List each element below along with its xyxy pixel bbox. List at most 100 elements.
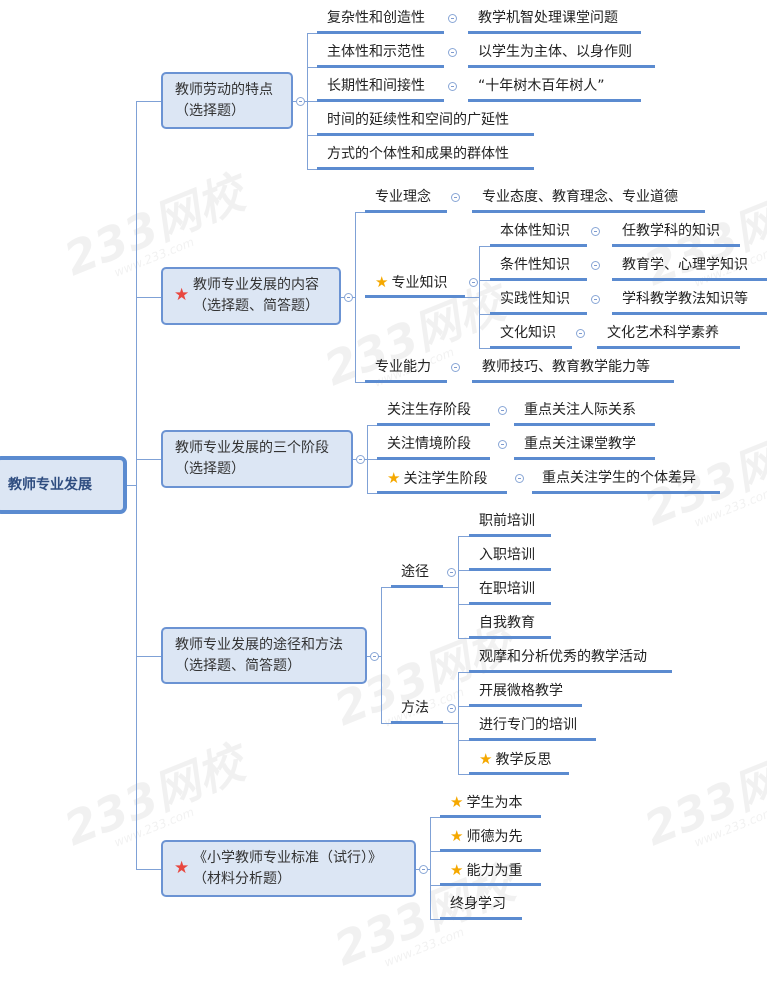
topic-node[interactable]: 本体性知识 (490, 218, 587, 247)
topic-node[interactable]: 开展微格教学 (469, 678, 582, 707)
connector-line (430, 885, 440, 886)
topic-label: 专业态度、教育理念、专业道德 (482, 189, 678, 205)
topic-node[interactable]: 教学机智处理课堂问题 (468, 5, 641, 34)
topic-node[interactable]: 入职培训 (469, 542, 551, 571)
topic-node[interactable]: 以学生为主体、以身作则 (468, 39, 655, 68)
collapse-toggle-icon[interactable] (447, 704, 456, 713)
connector-line (381, 723, 391, 724)
topic-label: 终身学习 (450, 896, 506, 912)
topic-node[interactable]: 主体性和示范性 (317, 39, 444, 68)
connector-line (458, 570, 469, 571)
topic-node[interactable]: 教师技巧、教育教学能力等 (472, 354, 674, 383)
collapse-toggle-icon[interactable] (591, 295, 600, 304)
connector-line (307, 33, 317, 34)
topic-node[interactable]: ★教学反思 (469, 746, 569, 775)
topic-node[interactable]: 在职培训 (469, 576, 551, 605)
topic-node[interactable]: 进行专门的培训 (469, 712, 596, 741)
branch-subtitle: （选择题、简答题） (175, 658, 301, 674)
connector-line (458, 536, 459, 639)
topic-label: 关注情境阶段 (387, 436, 471, 452)
topic-label: 条件性知识 (500, 257, 570, 273)
branch-node[interactable]: ★《小学教师专业标准（试行）》（材料分析题） (161, 840, 416, 897)
collapse-toggle-icon[interactable] (515, 474, 524, 483)
collapse-toggle-icon[interactable] (451, 363, 460, 372)
connector-line (443, 723, 458, 724)
connector-line (416, 869, 419, 870)
topic-node[interactable]: 重点关注学生的个体差异 (532, 465, 720, 494)
topic-node[interactable]: 关注生存阶段 (377, 397, 490, 426)
topic-node[interactable]: 文化知识 (490, 320, 572, 349)
branch-subtitle: （选择题） (175, 461, 245, 477)
connector-line (367, 656, 370, 657)
topic-node[interactable]: 长期性和间接性 (317, 73, 444, 102)
collapse-toggle-icon[interactable] (469, 278, 478, 287)
root-node[interactable]: 教师专业发展 (0, 456, 127, 514)
branch-node[interactable]: 教师专业发展的途径和方法（选择题、简答题） (161, 627, 367, 684)
topic-node[interactable]: 关注情境阶段 (377, 431, 490, 460)
collapse-toggle-icon[interactable] (591, 227, 600, 236)
connector-line (307, 169, 317, 170)
topic-node[interactable]: 学科教学教法知识等 (612, 286, 767, 315)
topic-node[interactable]: 自我教育 (469, 610, 551, 639)
collapse-toggle-icon[interactable] (591, 261, 600, 270)
topic-label: 自我教育 (479, 615, 535, 631)
topic-node[interactable]: 文化艺术科学素养 (597, 320, 740, 349)
connector-line (136, 297, 161, 298)
topic-node[interactable]: 教育学、心理学知识 (612, 252, 767, 281)
collapse-toggle-icon[interactable] (498, 440, 507, 449)
topic-node[interactable]: 方法 (391, 695, 443, 724)
collapse-toggle-icon[interactable] (447, 568, 456, 577)
topic-label: 主体性和示范性 (327, 44, 425, 60)
topic-label: 文化知识 (500, 325, 556, 341)
topic-label: 教学反思 (495, 752, 552, 768)
connector-line (430, 851, 440, 852)
connector-line (307, 101, 317, 102)
branch-node[interactable]: 教师专业发展的三个阶段（选择题） (161, 430, 353, 488)
topic-node[interactable]: 专业理念 (365, 184, 447, 213)
topic-label: 学生为本 (466, 795, 523, 811)
connector-line (430, 919, 440, 920)
collapse-toggle-icon[interactable] (498, 406, 507, 415)
topic-node[interactable]: 专业态度、教育理念、专业道德 (472, 184, 705, 213)
topic-node[interactable]: 实践性知识 (490, 286, 587, 315)
connector-line (355, 212, 365, 213)
collapse-toggle-icon[interactable] (448, 14, 457, 23)
topic-node[interactable]: 途径 (391, 559, 443, 588)
collapse-toggle-icon[interactable] (448, 48, 457, 57)
branch-node[interactable]: 教师劳动的特点（选择题） (161, 72, 293, 129)
connector-line (479, 348, 490, 349)
collapse-toggle-icon[interactable] (448, 82, 457, 91)
branch-node[interactable]: ★教师专业发展的内容（选择题、简答题） (161, 267, 341, 325)
topic-node[interactable]: ★学生为本 (440, 789, 541, 818)
topic-node[interactable]: 复杂性和创造性 (317, 5, 444, 34)
topic-node[interactable]: ★能力为重 (440, 857, 541, 886)
topic-node[interactable]: 观摩和分析优秀的教学活动 (469, 644, 672, 673)
connector-line (353, 459, 356, 460)
connector-line (304, 101, 307, 102)
topic-label: 观摩和分析优秀的教学活动 (479, 649, 647, 665)
topic-node[interactable]: 职前培训 (469, 508, 551, 537)
collapse-toggle-icon[interactable] (576, 329, 585, 338)
topic-node[interactable]: 终身学习 (440, 891, 522, 920)
connector-line (307, 67, 317, 68)
topic-node[interactable]: 重点关注人际关系 (514, 397, 655, 426)
collapse-toggle-icon[interactable] (451, 193, 460, 202)
topic-node[interactable]: 方式的个体性和成果的群体性 (317, 141, 534, 170)
topic-label: 开展微格教学 (479, 683, 563, 699)
connector-line (136, 101, 161, 102)
topic-node[interactable]: 重点关注课堂教学 (514, 431, 655, 460)
topic-node[interactable]: 专业能力 (365, 354, 447, 383)
connector-line (367, 459, 377, 460)
connector-line (352, 297, 355, 298)
topic-label: 教学机智处理课堂问题 (478, 10, 618, 26)
topic-label: 复杂性和创造性 (327, 10, 425, 26)
topic-node[interactable]: ★专业知识 (365, 269, 465, 298)
topic-node[interactable]: 条件性知识 (490, 252, 587, 281)
topic-label: 本体性知识 (500, 223, 570, 239)
topic-node[interactable]: 任教学科的知识 (612, 218, 740, 247)
topic-node[interactable]: 时间的延续性和空间的广延性 (317, 107, 534, 136)
topic-label: 学科教学教法知识等 (622, 291, 748, 307)
topic-node[interactable]: ★关注学生阶段 (377, 465, 507, 494)
topic-node[interactable]: “十年树木百年树人” (468, 73, 641, 102)
topic-node[interactable]: ★师德为先 (440, 823, 541, 852)
